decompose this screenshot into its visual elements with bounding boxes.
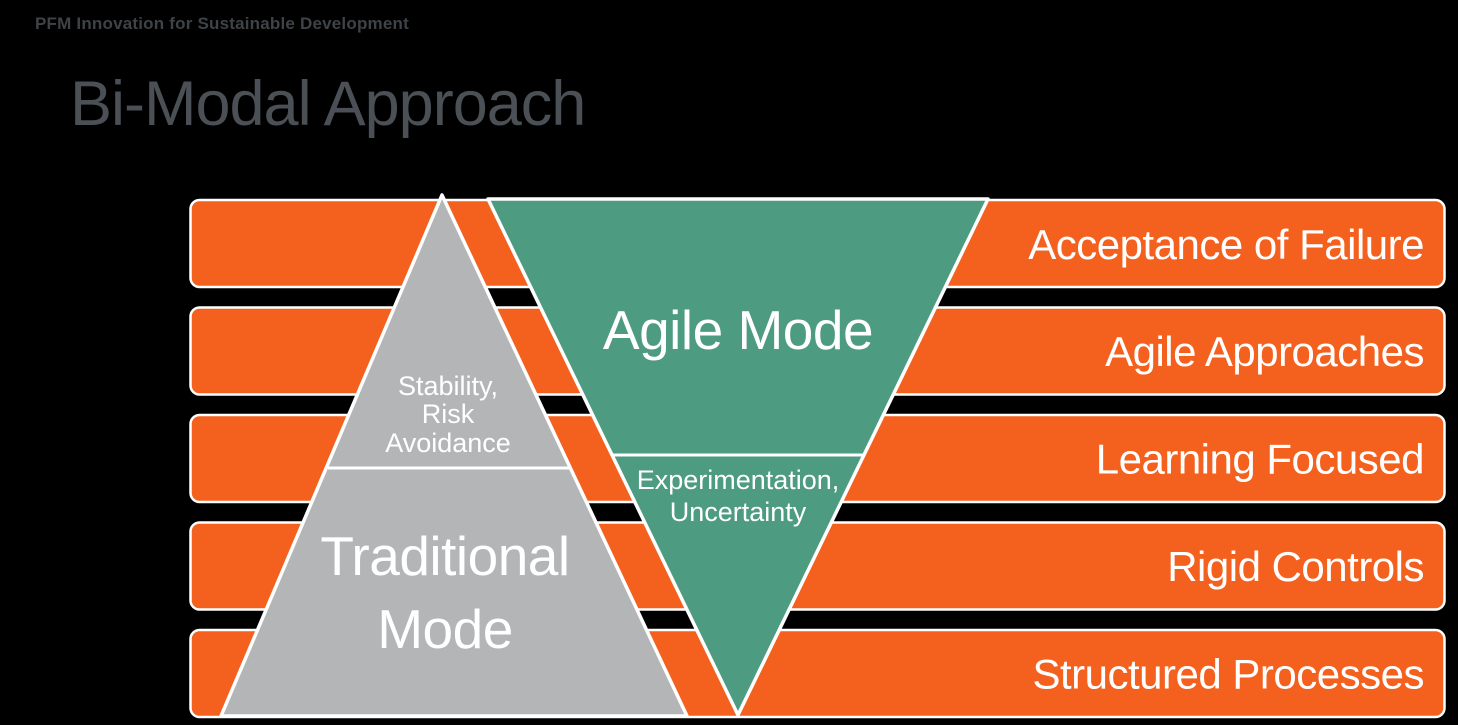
- bar-label-rigid-controls: Rigid Controls: [1167, 543, 1424, 590]
- bar-label-agile-approaches: Agile Approaches: [1105, 328, 1424, 375]
- traditional-triangle-shape: [219, 193, 689, 718]
- bar-labels-group: Acceptance of Failure Agile Approaches L…: [1028, 221, 1424, 698]
- agile-subtitle-line2: Uncertainty: [670, 497, 807, 527]
- traditional-title-line2: Mode: [377, 598, 513, 660]
- agile-triangle-shape: [486, 197, 990, 717]
- traditional-subtitle-line2: Risk: [422, 399, 475, 429]
- traditional-title-line1: Traditional: [320, 525, 569, 587]
- bar-label-learning-focused: Learning Focused: [1096, 436, 1424, 483]
- deck-header-text: PFM Innovation for Sustainable Developme…: [35, 14, 409, 33]
- traditional-subtitle-line3: Avoidance: [385, 428, 511, 458]
- agile-title: Agile Mode: [603, 299, 873, 361]
- page-title: Bi-Modal Approach: [70, 69, 586, 139]
- bar-label-structured-processes: Structured Processes: [1032, 651, 1424, 698]
- traditional-mode-triangle: Stability, Risk Avoidance Traditional Mo…: [219, 193, 689, 718]
- agile-mode-triangle: Agile Mode Experimentation, Uncertainty: [486, 197, 990, 717]
- traditional-subtitle-line1: Stability,: [398, 371, 498, 401]
- bar-label-acceptance-of-failure: Acceptance of Failure: [1028, 221, 1424, 268]
- agile-subtitle-line1: Experimentation,: [637, 465, 840, 495]
